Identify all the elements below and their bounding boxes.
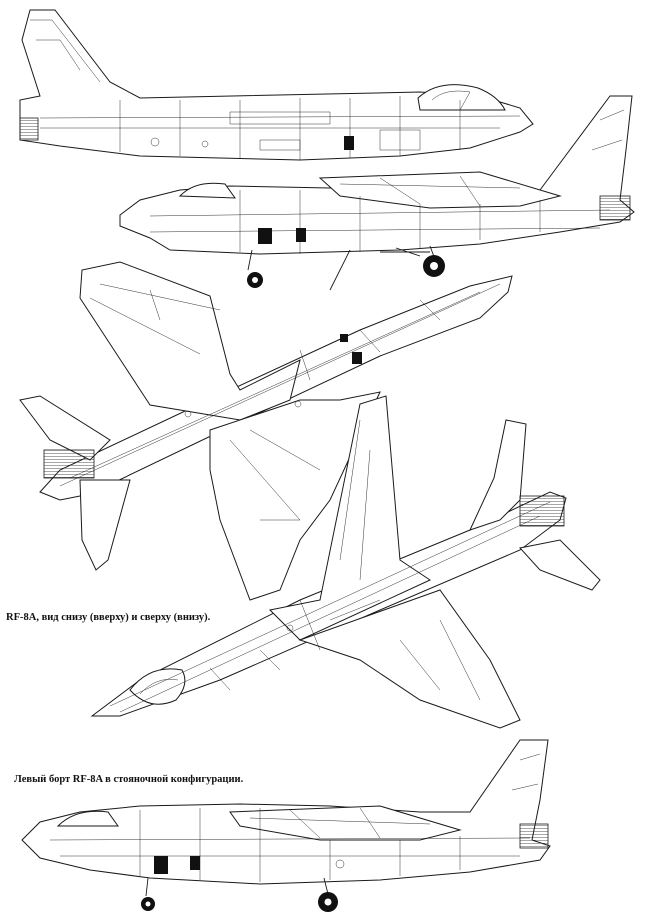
side-profile-parked	[21, 739, 551, 912]
top-view	[90, 395, 601, 729]
caption-top-bottom-views: RF-8A, вид снизу (вверху) и сверху (вниз…	[6, 612, 211, 623]
side-profile-top	[19, 9, 534, 161]
underside-view	[19, 261, 513, 601]
side-profile-wing-raised	[119, 95, 635, 291]
caption-left-side-parked: Левый борт RF-8A в стояночной конфигурац…	[14, 774, 244, 785]
